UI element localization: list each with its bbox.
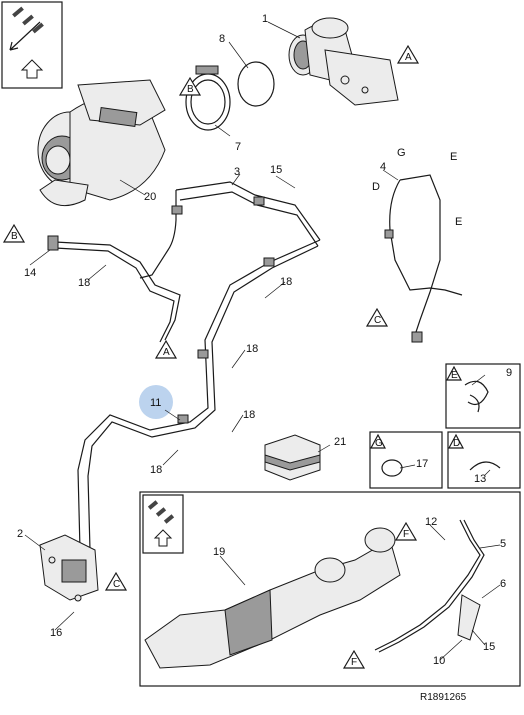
- callout-4: 4: [380, 161, 386, 173]
- callout-18-e: 18: [150, 464, 162, 476]
- callout-10: 10: [433, 655, 445, 667]
- zone-b-left: B: [11, 231, 18, 242]
- callout-18-c: 18: [246, 343, 258, 355]
- engine-view-icon: [147, 500, 175, 524]
- zone-a-mid: A: [163, 347, 170, 358]
- wire-e-side: E: [455, 216, 462, 228]
- wire-d: D: [372, 181, 380, 193]
- turbocharger: [37, 79, 166, 207]
- oil-return-line: [47, 235, 181, 343]
- detail-box-d: [447, 431, 521, 489]
- up-arrow-icon: [153, 529, 173, 547]
- wire-g: G: [397, 147, 406, 159]
- callout-14: 14: [24, 267, 36, 279]
- zone-f-top: F: [403, 529, 409, 540]
- v-band-clamp: [185, 65, 231, 131]
- callout-6: 6: [500, 578, 506, 590]
- drawing-reference: R1891265: [420, 692, 467, 703]
- zone-c-left: C: [113, 579, 120, 590]
- callout-16: 16: [50, 627, 62, 639]
- callout-19: 19: [213, 546, 225, 558]
- callout-20: 20: [144, 191, 156, 203]
- callout-12: 12: [425, 516, 437, 528]
- mounting-block: [39, 534, 99, 602]
- leader-lines: [24, 21, 501, 661]
- exhaust-elbow: [288, 17, 399, 106]
- callout-15-top: 15: [270, 164, 282, 176]
- wire-e-top: E: [450, 151, 457, 163]
- callout-18-d: 18: [243, 409, 255, 421]
- highlight-marker: [139, 385, 173, 419]
- harness-wire-letters: G E D E: [372, 147, 462, 228]
- callout-2: 2: [17, 528, 23, 540]
- sensor-wiring-harness: [384, 174, 463, 343]
- zone-c-right: C: [374, 315, 381, 326]
- callout-18-b: 18: [280, 276, 292, 288]
- callout-7: 7: [235, 141, 241, 153]
- zone-b-turbo: B: [187, 84, 194, 95]
- zone-marker-triangles: [2, 44, 420, 669]
- callout-8: 8: [219, 33, 225, 45]
- detail-d-letter: D: [453, 438, 460, 449]
- callout-5: 5: [500, 538, 506, 550]
- part-21: [264, 434, 321, 481]
- callout-3: 3: [234, 166, 240, 178]
- callout-18-a: 18: [78, 277, 90, 289]
- manifold-detail-box: [139, 491, 521, 687]
- callout-15-bottom: 15: [483, 641, 495, 653]
- callout-labels: 1 2 3 4 5 6 7 8 9 10 11 12 13 14 15 15 1…: [17, 13, 512, 667]
- detail-g-letter: G: [375, 438, 383, 449]
- engine-view-icon: [9, 6, 44, 51]
- callout-13: 13: [474, 473, 486, 485]
- view-orientation-box: [1, 1, 63, 89]
- up-arrow-icon: [20, 59, 44, 79]
- callout-11: 11: [150, 397, 161, 409]
- callout-17: 17: [416, 458, 428, 470]
- oil-feed-pipe: [77, 181, 321, 551]
- zone-marker-letters: A B B A C C F F E G D: [11, 52, 460, 668]
- callout-1: 1: [262, 13, 268, 25]
- zone-a-top: A: [405, 52, 412, 63]
- detail-e-letter: E: [451, 370, 458, 381]
- callout-21: 21: [334, 436, 346, 448]
- gasket: [237, 61, 275, 107]
- callout-9: 9: [506, 367, 512, 379]
- zone-f-bottom: F: [351, 657, 357, 668]
